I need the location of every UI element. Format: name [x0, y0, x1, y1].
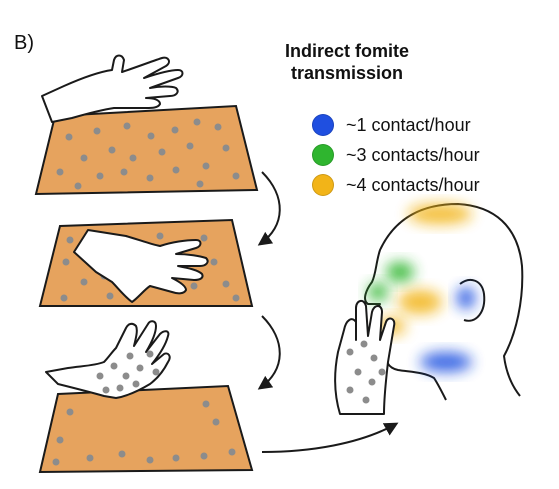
head-icon: [364, 203, 524, 401]
panel-label: B): [14, 32, 34, 54]
contact-zone-chin: [420, 352, 472, 372]
hand-icon: [334, 300, 396, 415]
title-line-2: transmission: [290, 63, 404, 83]
hand-icon: [45, 320, 171, 399]
figure-title: Indirect fomite transmission: [252, 40, 442, 84]
legend-label: ~4 contacts/hour: [346, 174, 480, 195]
title-line-1: Indirect fomite: [284, 41, 409, 61]
curved-arrow-icon: [257, 315, 281, 390]
contact-zone-nose: [368, 283, 388, 301]
legend-label: ~3 contacts/hour: [346, 144, 480, 165]
surface-top-particles: [56, 118, 240, 190]
surface-bottom-particles: [52, 400, 236, 466]
contact-zone-ear: [457, 287, 475, 309]
contact-zone-cheek: [398, 290, 442, 314]
legend-dot-yellow: [312, 174, 334, 196]
surface-bottom: [38, 384, 254, 474]
surface-top: [34, 104, 259, 196]
curved-arrow-icon: [257, 171, 281, 246]
hand-icon: [73, 229, 209, 303]
legend-item-2: ~3 contacts/hour: [312, 140, 480, 170]
legend-dot-blue: [312, 114, 334, 136]
contact-zone-forehead: [408, 204, 472, 224]
legend-dot-green: [312, 144, 334, 166]
legend-label: ~1 contact/hour: [346, 114, 471, 135]
contact-zone-eye: [386, 262, 414, 282]
hand-icon: [41, 54, 184, 123]
virus-particle-icon: [96, 350, 160, 394]
virus-particle-icon: [346, 340, 386, 404]
legend-item-1: ~1 contact/hour: [312, 110, 480, 140]
legend-item-3: ~4 contacts/hour: [312, 170, 480, 200]
legend: ~1 contact/hour ~3 contacts/hour ~4 cont…: [312, 110, 480, 200]
curved-arrow-icon: [261, 422, 399, 453]
